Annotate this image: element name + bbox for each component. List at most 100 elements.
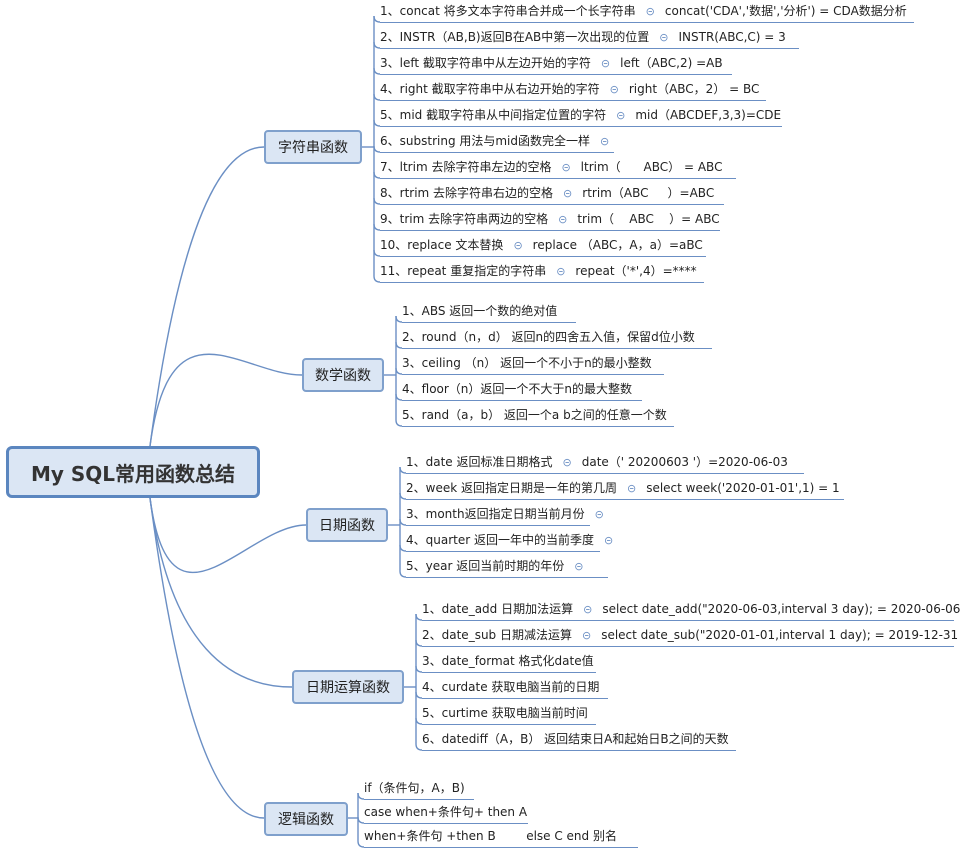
string-item[interactable]: 4、right 截取字符串中从右边开始的字符⊝right（ABC，2） = BC	[380, 78, 766, 101]
item-text: 9、trim 去除字符串两边的空格	[380, 212, 549, 226]
category-date-operation-functions[interactable]: 日期运算函数	[292, 670, 404, 704]
string-item[interactable]: 5、mid 截取字符串从中间指定位置的字符 ⊝ mid（ABCDEF,3,3)=CD…	[380, 104, 782, 127]
logic-item[interactable]: if（条件句，A，B)	[364, 777, 474, 800]
item-text: 5、year 返回当前时期的年份	[406, 559, 565, 573]
string-item[interactable]: 10、replace 文本替换 ⊝ replace （ABC，A，a）=aBC	[380, 234, 706, 257]
item-connector	[399, 466, 407, 474]
item-connector	[395, 393, 403, 401]
item-connector	[373, 41, 381, 49]
item-connector	[415, 743, 423, 751]
item-text: if（条件句，A，B)	[364, 781, 465, 795]
collapse-icon[interactable]: ⊝	[600, 135, 610, 148]
collapse-icon[interactable]: ⊝	[659, 31, 669, 44]
item-text: 1、ABS 返回一个数的绝对值	[402, 304, 558, 318]
math-item[interactable]: 4、floor（n）返回一个不大于n的最大整数	[402, 378, 642, 401]
item-text: 1、date_add 日期加法运算	[422, 602, 574, 616]
dateop-item[interactable]: 3、date_format 格式化date值	[422, 650, 596, 673]
collapse-icon[interactable]: ⊝	[562, 456, 572, 469]
item-text: 3、ceiling （n） 返回一个不小于n的最小整数	[402, 356, 652, 370]
item-text: 10、replace 文本替换	[380, 238, 504, 252]
date-item[interactable]: 5、year 返回当前时期的年份 ⊝	[406, 555, 608, 578]
item-connector	[373, 93, 381, 101]
string-item[interactable]: 1、concat 将多文本字符串合并成一个长字符串 ⊝ concat('CDA','…	[380, 0, 914, 23]
item-text: 5、mid 截取字符串从中间指定位置的字符	[380, 108, 607, 122]
string-item[interactable]: 6、substring 用法与mid函数完全一样⊝	[380, 130, 614, 153]
item-example: concat('CDA','数据','分析') = CDA数据分析	[664, 4, 907, 18]
connector-root-dateop	[149, 497, 293, 688]
item-example: select week('2020-01-01',1) = 1	[646, 481, 840, 495]
item-connector	[395, 419, 403, 427]
category-logic-functions[interactable]: 逻辑函数	[264, 802, 348, 836]
item-text: 2、round（n，d） 返回n的四舍五入值，保留d位小数	[402, 330, 695, 344]
item-text: 1、concat 将多文本字符串合并成一个长字符串	[380, 4, 636, 18]
dateop-item[interactable]: 6、datediff（A，B） 返回结束日A和起始日B之间的天数	[422, 728, 736, 751]
string-item[interactable]: 9、trim 去除字符串两边的空格⊝trim（ ABC ）= ABC	[380, 208, 720, 231]
collapse-icon[interactable]: ⊝	[583, 603, 593, 616]
connector-root-date	[149, 497, 307, 574]
collapse-icon[interactable]: ⊝	[561, 161, 571, 174]
collapse-icon[interactable]: ⊝	[513, 239, 523, 252]
item-connector	[415, 665, 423, 673]
item-text: 3、date_format 格式化date值	[422, 654, 594, 668]
math-item[interactable]: 2、round（n，d） 返回n的四舍五入值，保留d位小数	[402, 326, 712, 349]
item-connector	[415, 717, 423, 725]
collapse-icon[interactable]: ⊝	[609, 83, 619, 96]
connector-root-logic	[149, 497, 265, 819]
string-item[interactable]: 8、rtrim 去除字符串右边的空格⊝rtrim（ABC ）=ABC	[380, 182, 724, 205]
item-connector	[373, 197, 381, 205]
collapse-icon[interactable]: ⊝	[581, 629, 592, 642]
item-connector	[373, 67, 381, 75]
item-example: repeat（'*',4）=****	[575, 264, 697, 278]
logic-item[interactable]: case when+条件句+ then A	[364, 801, 528, 824]
date-item[interactable]: 2、week 返回指定日期是一年的第几周⊝select week('2020-0…	[406, 477, 844, 500]
dateop-item[interactable]: 2、date_sub 日期减法运算⊝select date_sub("2020-…	[422, 624, 958, 647]
date-item[interactable]: 3、month返回指定日期当前月份⊝	[406, 503, 604, 526]
category-date-functions[interactable]: 日期函数	[306, 508, 388, 542]
item-connector	[395, 367, 403, 375]
category-string-functions[interactable]: 字符串函数	[264, 130, 362, 164]
dateop-item[interactable]: 5、curtime 获取电脑当前时间	[422, 702, 596, 725]
string-item[interactable]: 2、INSTR（AB,B)返回B在AB中第一次出现的位置⊝INSTR(ABC,C…	[380, 26, 799, 49]
dateop-item[interactable]: 4、curdate 获取电脑当前的日期	[422, 676, 608, 699]
root-node[interactable]: My SQL常用函数总结	[6, 446, 260, 498]
item-connector	[373, 171, 381, 179]
math-item[interactable]: 5、rand（a，b） 返回一个a b之间的任意一个数	[402, 404, 674, 427]
item-text: 5、rand（a，b） 返回一个a b之间的任意一个数	[402, 408, 667, 422]
date-item[interactable]: 1、date 返回标准日期格式⊝date（' 20200603 '）=2020-…	[406, 451, 804, 474]
string-item[interactable]: 7、ltrim 去除字符串左边的空格⊝ltrim（ ABC） = ABC	[380, 156, 736, 179]
item-example: left（ABC,2) =AB	[620, 56, 723, 70]
collapse-icon[interactable]: ⊝	[603, 534, 614, 547]
collapse-icon[interactable]: ⊝	[600, 57, 611, 70]
collapse-icon[interactable]: ⊝	[616, 109, 626, 122]
item-text: 4、quarter 返回一年中的当前季度	[406, 533, 594, 547]
collapse-icon[interactable]: ⊝	[645, 5, 655, 18]
item-text: 6、datediff（A，B） 返回结束日A和起始日B之间的天数	[422, 732, 729, 746]
item-example: replace （ABC，A，a）=aBC	[532, 238, 703, 252]
item-connector	[395, 315, 403, 323]
item-connector	[399, 518, 407, 526]
connector-root-math	[149, 353, 303, 447]
collapse-icon[interactable]: ⊝	[574, 560, 584, 573]
item-example: mid（ABCDEF,3,3)=CDE	[635, 108, 782, 122]
collapse-icon[interactable]: ⊝	[563, 187, 573, 200]
string-item[interactable]: 3、left 截取字符串中从左边开始的字符⊝left（ABC,2) =AB	[380, 52, 732, 75]
dateop-item[interactable]: 1、date_add 日期加法运算⊝select date_add("2020-…	[422, 598, 960, 621]
string-item[interactable]: 11、repeat 重复指定的字符串⊝repeat（'*',4）=****	[380, 260, 704, 283]
collapse-icon[interactable]: ⊝	[558, 213, 568, 226]
collapse-icon[interactable]: ⊝	[626, 482, 637, 495]
item-connector	[399, 544, 407, 552]
item-text: 5、curtime 获取电脑当前时间	[422, 706, 588, 720]
date-item[interactable]: 4、quarter 返回一年中的当前季度 ⊝	[406, 529, 613, 552]
item-text: 2、date_sub 日期减法运算	[422, 628, 572, 642]
math-item[interactable]: 3、ceiling （n） 返回一个不小于n的最小整数	[402, 352, 664, 375]
item-connector	[373, 249, 381, 257]
logic-item[interactable]: when+条件句 +then B else C end 别名	[364, 825, 638, 848]
item-text: 4、curdate 获取电脑当前的日期	[422, 680, 600, 694]
collapse-icon[interactable]: ⊝	[594, 508, 604, 521]
item-text: 4、right 截取字符串中从右边开始的字符	[380, 82, 600, 96]
category-math-functions[interactable]: 数学函数	[302, 358, 384, 392]
collapse-icon[interactable]: ⊝	[556, 265, 566, 278]
item-text: 4、floor（n）返回一个不大于n的最大整数	[402, 382, 633, 396]
item-connector	[357, 792, 365, 800]
math-item[interactable]: 1、ABS 返回一个数的绝对值	[402, 300, 576, 323]
